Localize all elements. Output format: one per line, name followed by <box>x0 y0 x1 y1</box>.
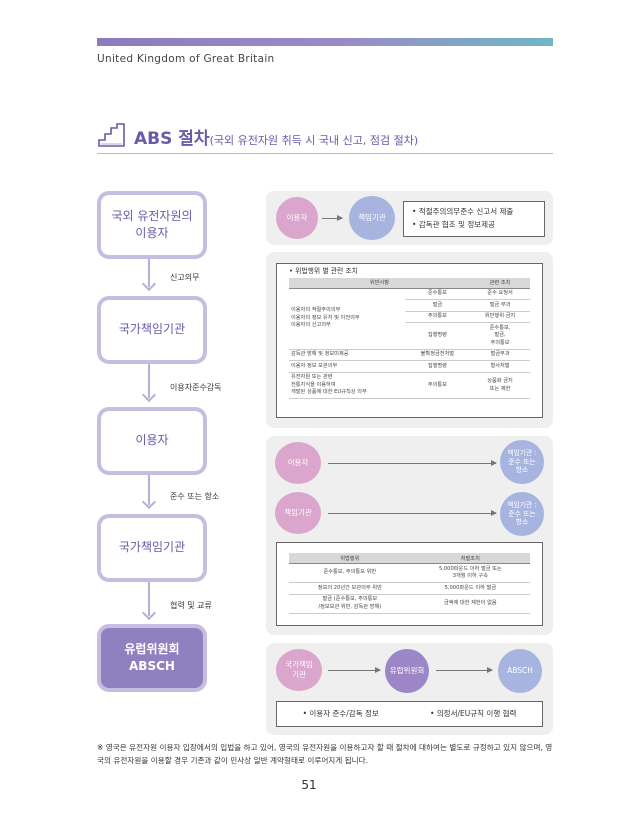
step-label: 준수 또는 항소 <box>170 492 220 501</box>
node-authority-appeal: 책임기관 : 준수 또는 항소 <box>500 440 544 484</box>
node-authority: 책임기관 <box>275 492 321 534</box>
node-authority-appeal: 책임기관 : 준수 또는 항소 <box>500 492 544 536</box>
node-user: 이용자 <box>276 197 318 239</box>
arrow <box>322 215 343 221</box>
flow-box-label: 국가책임기관 <box>118 322 186 337</box>
flow-arrow <box>148 475 150 505</box>
arrow <box>328 510 497 516</box>
violations-table: 위반사항 관련 조치 이용자의 적절주의의무 이용자의 정보 유지 및 이전의무… <box>289 277 530 400</box>
col-header: 위법행위 <box>289 553 411 564</box>
bullet-item: • 적절주의의무준수 신고서 제출 <box>412 207 514 216</box>
table-row: 이용자의 적절주의의무 이용자의 정보 유지 및 이전의무 이용자의 신고의무 … <box>289 288 530 350</box>
flow-box-national-authority-2: 국가책임기관 <box>97 514 207 582</box>
violations-table-box: • 위법행위 별 관련 조치 위반사항 관련 조치 이용자의 적절주의의무 이용… <box>276 263 543 418</box>
panel-reporting: 이용자 책임기관 • 적절주의의무준수 신고서 제출 • 감독관 협조 및 정보… <box>266 191 553 245</box>
section-title: ABS 절차(국외 유전자원 취득 시 국내 신고, 점검 절차) <box>97 122 553 154</box>
table-row: 유전자원 또는 관련 전통지식을 이용하여 개발된 상품에 대한 EU규칙상 의… <box>289 372 530 400</box>
table-cell: 주의통보 <box>404 311 471 324</box>
table-row: 정보의 20년간 보관의무 위반 5,000파운드 이하 벌금 <box>289 582 530 595</box>
table-cell: 5,000파운드 이하 벌금 또는 3개월 이하 구속 <box>410 563 530 584</box>
node-absch: ABSCH <box>498 649 542 693</box>
table-row: 벌금 벌금 부과 <box>289 299 530 312</box>
title-text: ABS 절차(국외 유전자원 취득 시 국내 신고, 점검 절차) <box>134 124 418 149</box>
table-cell: 준수통보 <box>404 288 471 301</box>
table-cell: 금액에 대한 제한이 없음 <box>410 594 530 614</box>
table-cell: 집행명령 <box>404 360 471 373</box>
table-cell: 5,000파운드 이하 벌금 <box>410 582 530 595</box>
bullet-text: 적절주의의무준수 신고서 제출 <box>418 207 514 216</box>
table-cell: 유전자원 또는 관련 전통지식을 이용하여 개발된 상품에 대한 EU규칙상 의… <box>289 372 405 400</box>
node-national-authority: 국가책임 기관 <box>276 649 322 691</box>
flow-arrow <box>148 582 150 616</box>
violations-heading-text: 위법행위 별 관련 조치 <box>295 267 358 275</box>
title-sub: (국외 유전자원 취득 시 국내 신고, 점검 절차) <box>209 134 419 147</box>
header-color-bar <box>97 38 553 46</box>
table-cell: 준수 요청서 <box>470 288 530 301</box>
col-header: 관련 조치 <box>470 277 530 289</box>
panel-cooperation: 국가책임 기관 유럽위원회 ABSCH • 이용자 준수/감독 정보 • 의정서… <box>266 643 553 735</box>
penalties-table-box: 위법행위 처벌조치 준수통보, 주의통보 위반 5,000파운드 이하 벌금 또… <box>276 542 543 626</box>
table-cell: 정보의 20년간 보관의무 위반 <box>289 582 411 595</box>
bullet-item: • 의정서/EU규칙 이행 협력 <box>429 709 517 718</box>
table-row: 집행명령 준수통보, 벌금, 주의통보 <box>289 322 530 350</box>
flow-box-national-authority: 국가책임기관 <box>97 296 207 364</box>
bullet-item: • 이용자 준수/감독 정보 <box>302 709 379 718</box>
table-cell: 벌금부과 <box>470 349 530 362</box>
bullet-item: • 감독관 협조 및 정보제공 <box>412 219 495 229</box>
table-row: 주의통보 위반행위 금지 <box>289 311 530 324</box>
table-cell: 벌금 부과 <box>470 299 530 312</box>
step-label: 신고의무 <box>170 273 200 282</box>
bullet-text: 의정서/EU규칙 이행 협력 <box>436 709 517 718</box>
table-cell: 상품화 금지 또는 제한 <box>470 372 530 400</box>
node-eu-commission: 유럽위원회 <box>385 649 429 693</box>
flow-box-foreign-user: 국외 유전자원의 이용자 <box>97 191 207 259</box>
arrow <box>328 460 497 466</box>
col-header: 위반사항 <box>289 277 471 289</box>
flow-box-label: 국외 유전자원의 이용자 <box>111 208 193 240</box>
table-cell: 위반행위 금지 <box>470 311 530 324</box>
table-cell: 벌금 (준수통보, 주의통보 /정보보관 위반, 감독관 방해) <box>289 594 411 614</box>
cooperation-bullets: • 이용자 준수/감독 정보 • 의정서/EU규칙 이행 협력 <box>276 701 543 727</box>
arrow <box>436 667 493 673</box>
panel-violations: • 위법행위 별 관련 조치 위반사항 관련 조치 이용자의 적절주의의무 이용… <box>266 252 553 428</box>
table-row: 준수통보, 주의통보 위반 5,000파운드 이하 벌금 또는 3개월 이하 구… <box>289 563 530 584</box>
flow-box-user: 이용자 <box>97 407 207 475</box>
table-cell: 불확정금전처벌 <box>404 349 471 362</box>
table-cell: 집행명령 <box>404 322 471 350</box>
reporting-bullets: • 적절주의의무준수 신고서 제출 • 감독관 협조 및 정보제공 <box>403 201 545 237</box>
table-cell: 주의통보 <box>404 372 471 400</box>
violations-heading: • 위법행위 별 관련 조치 <box>289 267 358 275</box>
table-row: 감독관 방해 및 정보미제공 불확정금전처벌 벌금부과 <box>289 349 530 362</box>
table-cell: 이용자의 적절주의의무 이용자의 정보 유지 및 이전의무 이용자의 신고의무 <box>289 288 405 350</box>
flow-arrow <box>148 364 150 398</box>
page-number: 51 <box>301 778 317 792</box>
title-main: ABS 절차 <box>134 129 210 149</box>
table-cell: 준수통보, 벌금, 주의통보 <box>470 322 530 350</box>
penalties-table: 위법행위 처벌조치 준수통보, 주의통보 위반 5,000파운드 이하 벌금 또… <box>289 553 530 614</box>
bullet-text: 이용자 준수/감독 정보 <box>309 709 379 718</box>
country-title: United Kingdom of Great Britain <box>97 53 275 65</box>
footnote: ※ 영국은 유전자원 이용자 입장에서의 입법을 하고 있어, 영국의 유전자원… <box>97 743 553 766</box>
stairs-icon <box>98 123 125 147</box>
step-label: 협력 및 교류 <box>170 601 212 610</box>
table-cell: 벌금 <box>404 299 471 312</box>
node-authority: 책임기관 <box>349 196 395 240</box>
node-user: 이용자 <box>275 442 321 484</box>
table-cell: 준수통보, 주의통보 위반 <box>289 563 411 584</box>
flow-box-label: 국가책임기관 <box>118 540 186 555</box>
flow-box-label: 이용자 <box>135 433 169 448</box>
table-cell: 감독관 방해 및 정보미제공 <box>289 349 405 362</box>
flow-box-eu-absch: 유럽위원회 ABSCH <box>97 624 207 692</box>
table-cell: 형사처벌 <box>470 360 530 373</box>
table-row: 이용자 정보 보관의무 집행명령 형사처벌 <box>289 360 530 373</box>
table-row: 벌금 (준수통보, 주의통보 /정보보관 위반, 감독관 방해) 금액에 대한 … <box>289 594 530 614</box>
bullet-text: 감독관 협조 및 정보제공 <box>418 219 495 229</box>
step-label: 이용자준수감독 <box>170 383 222 392</box>
col-header: 처벌조치 <box>410 553 530 564</box>
flow-arrow <box>148 259 150 287</box>
flow-box-label: 유럽위원회 ABSCH <box>124 641 180 673</box>
table-cell: 이용자 정보 보관의무 <box>289 360 405 373</box>
panel-compliance: 이용자 책임기관 : 준수 또는 항소 책임기관 책임기관 : 준수 또는 항소… <box>266 436 553 635</box>
arrow <box>328 667 381 673</box>
